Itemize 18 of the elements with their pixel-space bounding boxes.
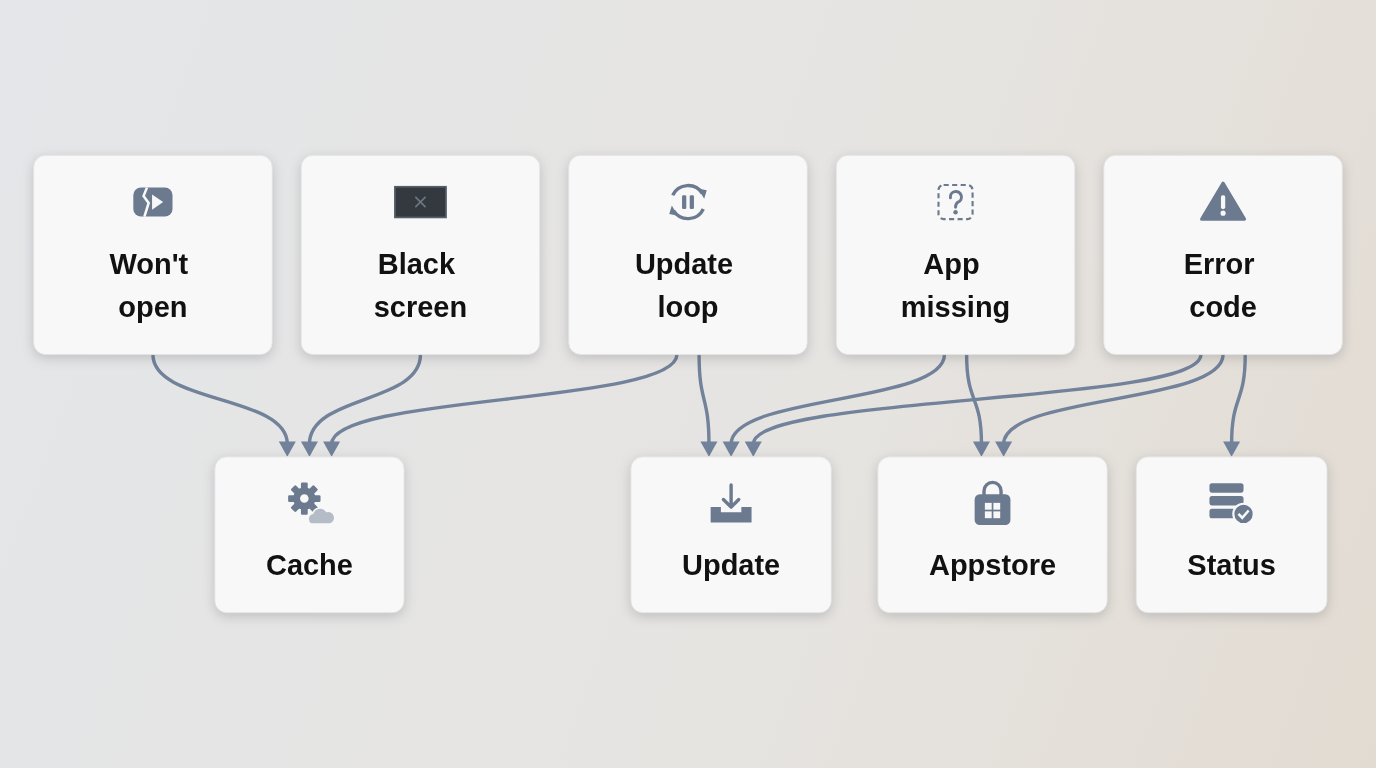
- arrow: [300, 354, 423, 457]
- arrow: [323, 353, 679, 457]
- node-label: Black screen: [373, 247, 468, 324]
- arrow: [722, 354, 947, 457]
- node-label: Cache: [265, 548, 353, 582]
- node-label: Update loop: [634, 247, 734, 324]
- arrow: [964, 354, 990, 457]
- arrow: [697, 354, 718, 457]
- arrow: [1223, 354, 1247, 457]
- node-label: Status: [1187, 548, 1276, 582]
- node-label: Update: [682, 548, 781, 582]
- node-label: App missing: [900, 247, 1011, 324]
- node-label: Error code: [1183, 247, 1257, 324]
- arrow: [744, 353, 1203, 457]
- node-label: Won't open: [109, 247, 189, 324]
- node-label: Appstore: [928, 548, 1057, 582]
- arrow: [151, 354, 296, 457]
- arrow: [995, 354, 1225, 457]
